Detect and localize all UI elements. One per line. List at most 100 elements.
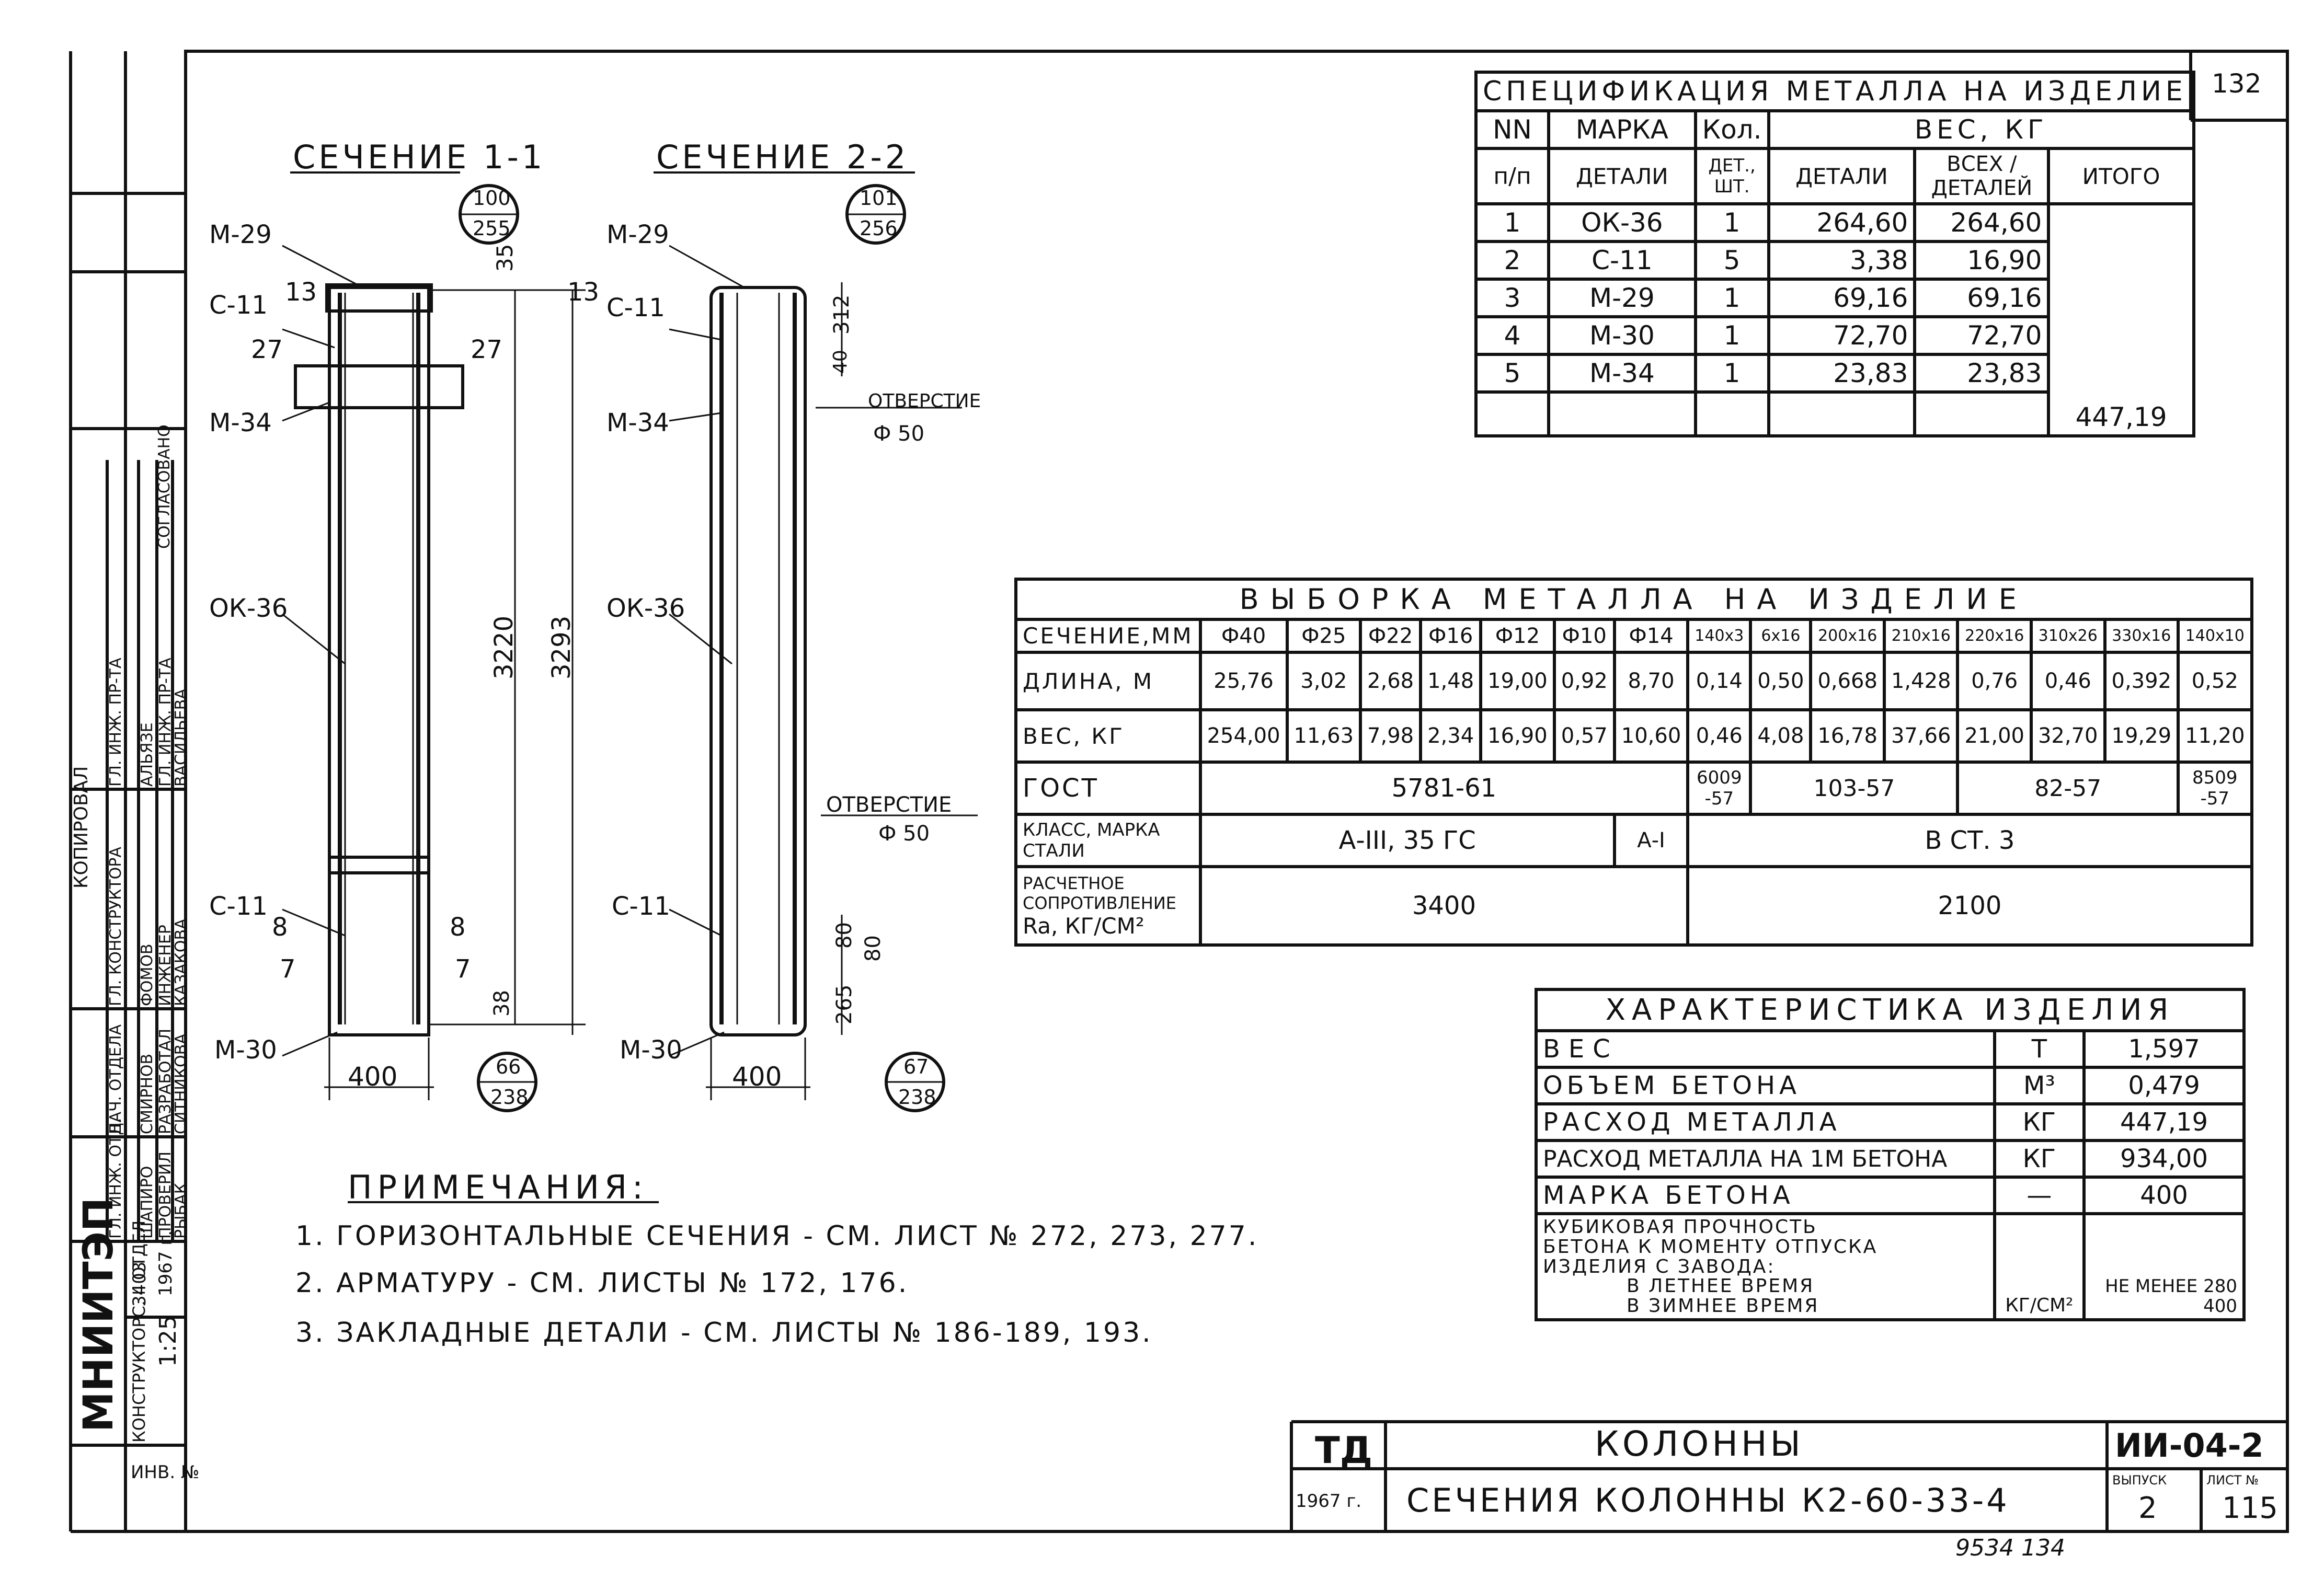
s1-dim-27b: 27 xyxy=(471,335,503,364)
spec-cell: 5 xyxy=(1474,353,1551,394)
har-key: МАРКА БЕТОНА xyxy=(1535,1176,1996,1215)
har-last-unit: КГ/СМ² xyxy=(1993,1212,2086,1321)
side-c4-3: ВАСИЛЬЕВА xyxy=(172,688,190,787)
s2-callout-top-den: 256 xyxy=(860,217,898,240)
spec-cell: 72,70 xyxy=(1767,315,1917,356)
vyb-cell: 1,428 xyxy=(1882,651,1960,711)
s1-dim-3220: 3220 xyxy=(489,615,519,679)
spec-cell: 23,83 xyxy=(1767,353,1917,394)
stamp-title: КОЛОННЫ xyxy=(1595,1424,1804,1464)
vyb-h-class: КЛАСС, МАРКА СТАЛИ xyxy=(1014,813,1202,868)
vyb-cell: 16,90 xyxy=(1479,708,1556,764)
table-row: ОБЪЕМ БЕТОНА М³ 0,479 xyxy=(1535,1066,2246,1105)
vyb-cell: 2,68 xyxy=(1359,651,1423,711)
spec-cell: 1 xyxy=(1693,315,1770,356)
vyb-cell: 16,78 xyxy=(1809,708,1886,764)
vyb-cell: 32,70 xyxy=(2029,708,2107,764)
vyb-cell: 7,98 xyxy=(1359,708,1423,764)
spec-h-all: ВСЕХ / ДЕТАЛЕЙ xyxy=(1913,147,2051,205)
har-value: 0,479 xyxy=(2082,1066,2246,1105)
side-c3-2: ИНЖЕНЕР xyxy=(156,925,175,1006)
s2-label-m29: М-29 xyxy=(606,220,669,249)
s2-dim-80a: 80 xyxy=(832,922,856,949)
vyb-h-res: РАСЧЕТНОЕ СОПРОТИВЛЕНИЕ xyxy=(1023,873,1177,913)
s1-callout-bot-den: 238 xyxy=(490,1086,529,1109)
vyb-gost-c: 103-57 xyxy=(1749,761,1960,816)
note-2: 2. АРМАТУРУ - СМ. ЛИСТЫ № 172, 176. xyxy=(295,1268,909,1299)
spec-cell: 5 xyxy=(1693,240,1770,281)
spec-h-pp: п/п xyxy=(1474,147,1551,205)
vyb-title: ВЫБОРКА МЕТАЛЛА НА ИЗДЕЛИЕ xyxy=(1014,578,2253,621)
spec-h-det: ДЕТАЛИ xyxy=(1767,147,1917,205)
spec-cell: 3 xyxy=(1474,278,1551,318)
section-1-column xyxy=(294,283,464,1036)
s1-label-c11-bot: С-11 xyxy=(209,892,268,921)
stamp-issue: 2 xyxy=(2138,1491,2157,1525)
vyb-col: Ф40 xyxy=(1198,618,1289,654)
spec-cell: 69,16 xyxy=(1767,278,1917,318)
s1-callout-top-num: 100 xyxy=(473,187,511,210)
har-last-k3: ИЗДЕЛИЯ С ЗАВОДА: xyxy=(1543,1255,1776,1277)
table-row: ВЕС, КГ 254,00 11,63 7,98 2,34 16,90 0,5… xyxy=(1014,708,2253,764)
spec-cell: М-29 xyxy=(1547,278,1697,318)
har-last-v1: НЕ МЕНЕЕ 280 xyxy=(2105,1276,2237,1297)
vyb-col: 210х16 xyxy=(1882,618,1960,654)
har-key: ВЕС xyxy=(1535,1029,1996,1069)
har-title: ХАРАКТЕРИСТИКА ИЗДЕЛИЯ xyxy=(1535,988,2246,1032)
side-c3-1: РАЗРАБОТАЛ xyxy=(156,1028,175,1134)
spec-h-nn: NN xyxy=(1474,109,1551,150)
har-last-k2: БЕТОНА К МОМЕНТУ ОТПУСКА xyxy=(1543,1236,1878,1258)
har-last-k1: КУБИКОВАЯ ПРОЧНОСТЬ xyxy=(1543,1216,1817,1238)
vyb-col: Ф14 xyxy=(1612,618,1690,654)
spec-h-kol2: ДЕТ., ШТ. xyxy=(1693,147,1770,205)
table-row: 5 М-34 1 23,83 23,83 xyxy=(1474,353,2194,394)
s1-dim-8a: 8 xyxy=(272,913,288,942)
vyb-cell: 3,02 xyxy=(1285,651,1363,711)
s1-dim-27a: 27 xyxy=(251,335,283,364)
side-c2-1: СМИРНОВ xyxy=(138,1053,156,1134)
vyb-cell: 0,52 xyxy=(2177,651,2253,711)
table-row: РАСЧЕТНОЕ СОПРОТИВЛЕНИЕ Ra, КГ/СМ² 3400 … xyxy=(1014,865,2253,947)
side-c3-3: ГЛ. ИНЖ. ПР-ТА xyxy=(156,658,175,787)
vyb-h-w: ВЕС, КГ xyxy=(1014,708,1202,764)
side-c2-3: АЛЬЯЗЕ xyxy=(138,722,156,787)
spec-cell: 69,16 xyxy=(1913,278,2051,318)
table-row: КУБИКОВАЯ ПРОЧНОСТЬ БЕТОНА К МОМЕНТУ ОТП… xyxy=(1535,1212,2246,1321)
s1-dim-13a: 13 xyxy=(285,278,317,307)
spec-h-itogo: ИТОГО xyxy=(2047,147,2195,205)
s1-label-c11-top: С-11 xyxy=(209,291,268,320)
spec-cell: М-30 xyxy=(1547,315,1697,356)
stamp-td: ТД xyxy=(1315,1429,1373,1472)
har-value: 1,597 xyxy=(2082,1029,2246,1069)
spec-title: СПЕЦИФИКАЦИЯ МЕТАЛЛА НА ИЗДЕЛИЕ xyxy=(1474,71,2195,112)
side-c4-2: КАЗАКОВА xyxy=(172,918,190,1006)
spec-h-marka: МАРКА xyxy=(1547,109,1697,150)
vyb-col: 220х16 xyxy=(1956,618,2033,654)
s2-dim-80b: 80 xyxy=(861,935,885,962)
vyb-col: 200х16 xyxy=(1809,618,1886,654)
spec-cell: 1 xyxy=(1474,202,1551,243)
vyb-col: 140х10 xyxy=(2177,618,2253,654)
vyb-cell: 11,63 xyxy=(1285,708,1363,764)
vyb-class-a: А-III, 35 ГС xyxy=(1198,813,1616,868)
stamp-sheet: 115 xyxy=(2222,1491,2278,1525)
har-key: РАСХОД МЕТАЛЛА НА 1М БЕТОНА xyxy=(1535,1139,1996,1179)
s2-dim-40: 40 xyxy=(830,350,851,374)
side-c4-1: СИТНИКОВА xyxy=(172,1033,190,1134)
vyborka-table: ВЫБОРКА МЕТАЛЛА НА ИЗДЕЛИЕ СЕЧЕНИЕ,ММ Ф4… xyxy=(1014,578,2253,947)
spec-cell: 264,60 xyxy=(1913,202,2051,243)
s1-dim-38: 38 xyxy=(490,990,514,1017)
vyb-cell: 11,20 xyxy=(2177,708,2253,764)
s2-callout-bot-num: 67 xyxy=(903,1055,929,1078)
har-unit: КГ xyxy=(1993,1139,2086,1179)
notes-title: ПРИМЕЧАНИЯ: xyxy=(348,1168,648,1206)
s2-label-m34: М-34 xyxy=(606,408,669,437)
table-row: 3 М-29 1 69,16 69,16 xyxy=(1474,278,2194,318)
side-date: 3403 xyxy=(129,1261,150,1307)
har-last-v2: 400 xyxy=(2203,1295,2237,1317)
note-1: 1. ГОРИЗОНТАЛЬНЫЕ СЕЧЕНИЯ - СМ. ЛИСТ № 2… xyxy=(295,1220,1259,1252)
s1-dim-7a: 7 xyxy=(280,954,296,984)
vyb-cell: 10,60 xyxy=(1612,708,1690,764)
table-row: ВЕС Т 1,597 xyxy=(1535,1029,2246,1069)
